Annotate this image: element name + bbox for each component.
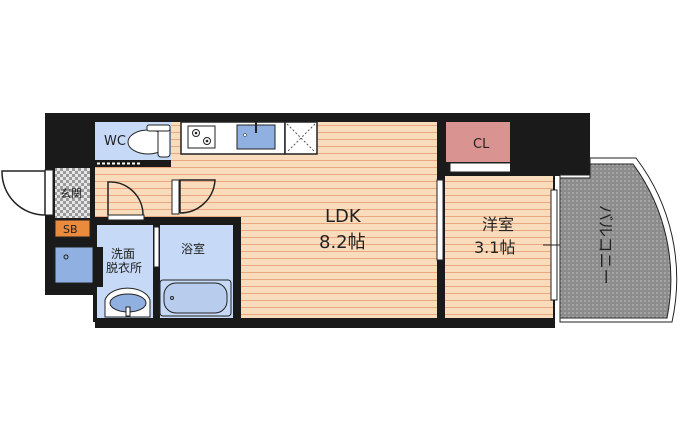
fridge-space-icon (284, 121, 318, 155)
washbasin-icon (104, 287, 151, 318)
outer-notch (45, 295, 95, 335)
toilet-icon (127, 124, 171, 158)
genkan-floor (55, 168, 90, 218)
bath-door[interactable] (153, 226, 160, 268)
label-bathroom: 浴室 (181, 241, 205, 256)
label-genkan: 玄関 (60, 186, 82, 200)
closet-door[interactable] (449, 162, 521, 173)
ldk-door[interactable] (179, 179, 216, 214)
western-room-floor (445, 176, 553, 318)
label-western-room-size: 3.1帖 (474, 238, 515, 257)
label-wc: WC (104, 134, 126, 149)
stove-icon (187, 125, 216, 149)
hall-door[interactable] (107, 181, 144, 216)
label-ldk-size: 8.2帖 (319, 232, 366, 253)
label-sb: SB (63, 223, 78, 236)
sb-storage (54, 219, 91, 238)
bathtub-icon (159, 279, 232, 317)
entrance-door[interactable] (1, 170, 46, 216)
label-washroom-2: 脱衣所 (106, 260, 142, 275)
washing-machine-icon (54, 246, 94, 284)
label-washroom-1: 洗面 (111, 247, 135, 261)
label-western-room-name: 洋室 (482, 215, 514, 234)
sliding-door-room[interactable] (436, 179, 444, 261)
label-closet: CL (473, 137, 490, 152)
label-balcony: バルコニー (596, 205, 615, 285)
sink-icon (236, 122, 276, 150)
label-ldk-name: LDK (325, 206, 362, 227)
entrance-door-frame (44, 169, 54, 216)
